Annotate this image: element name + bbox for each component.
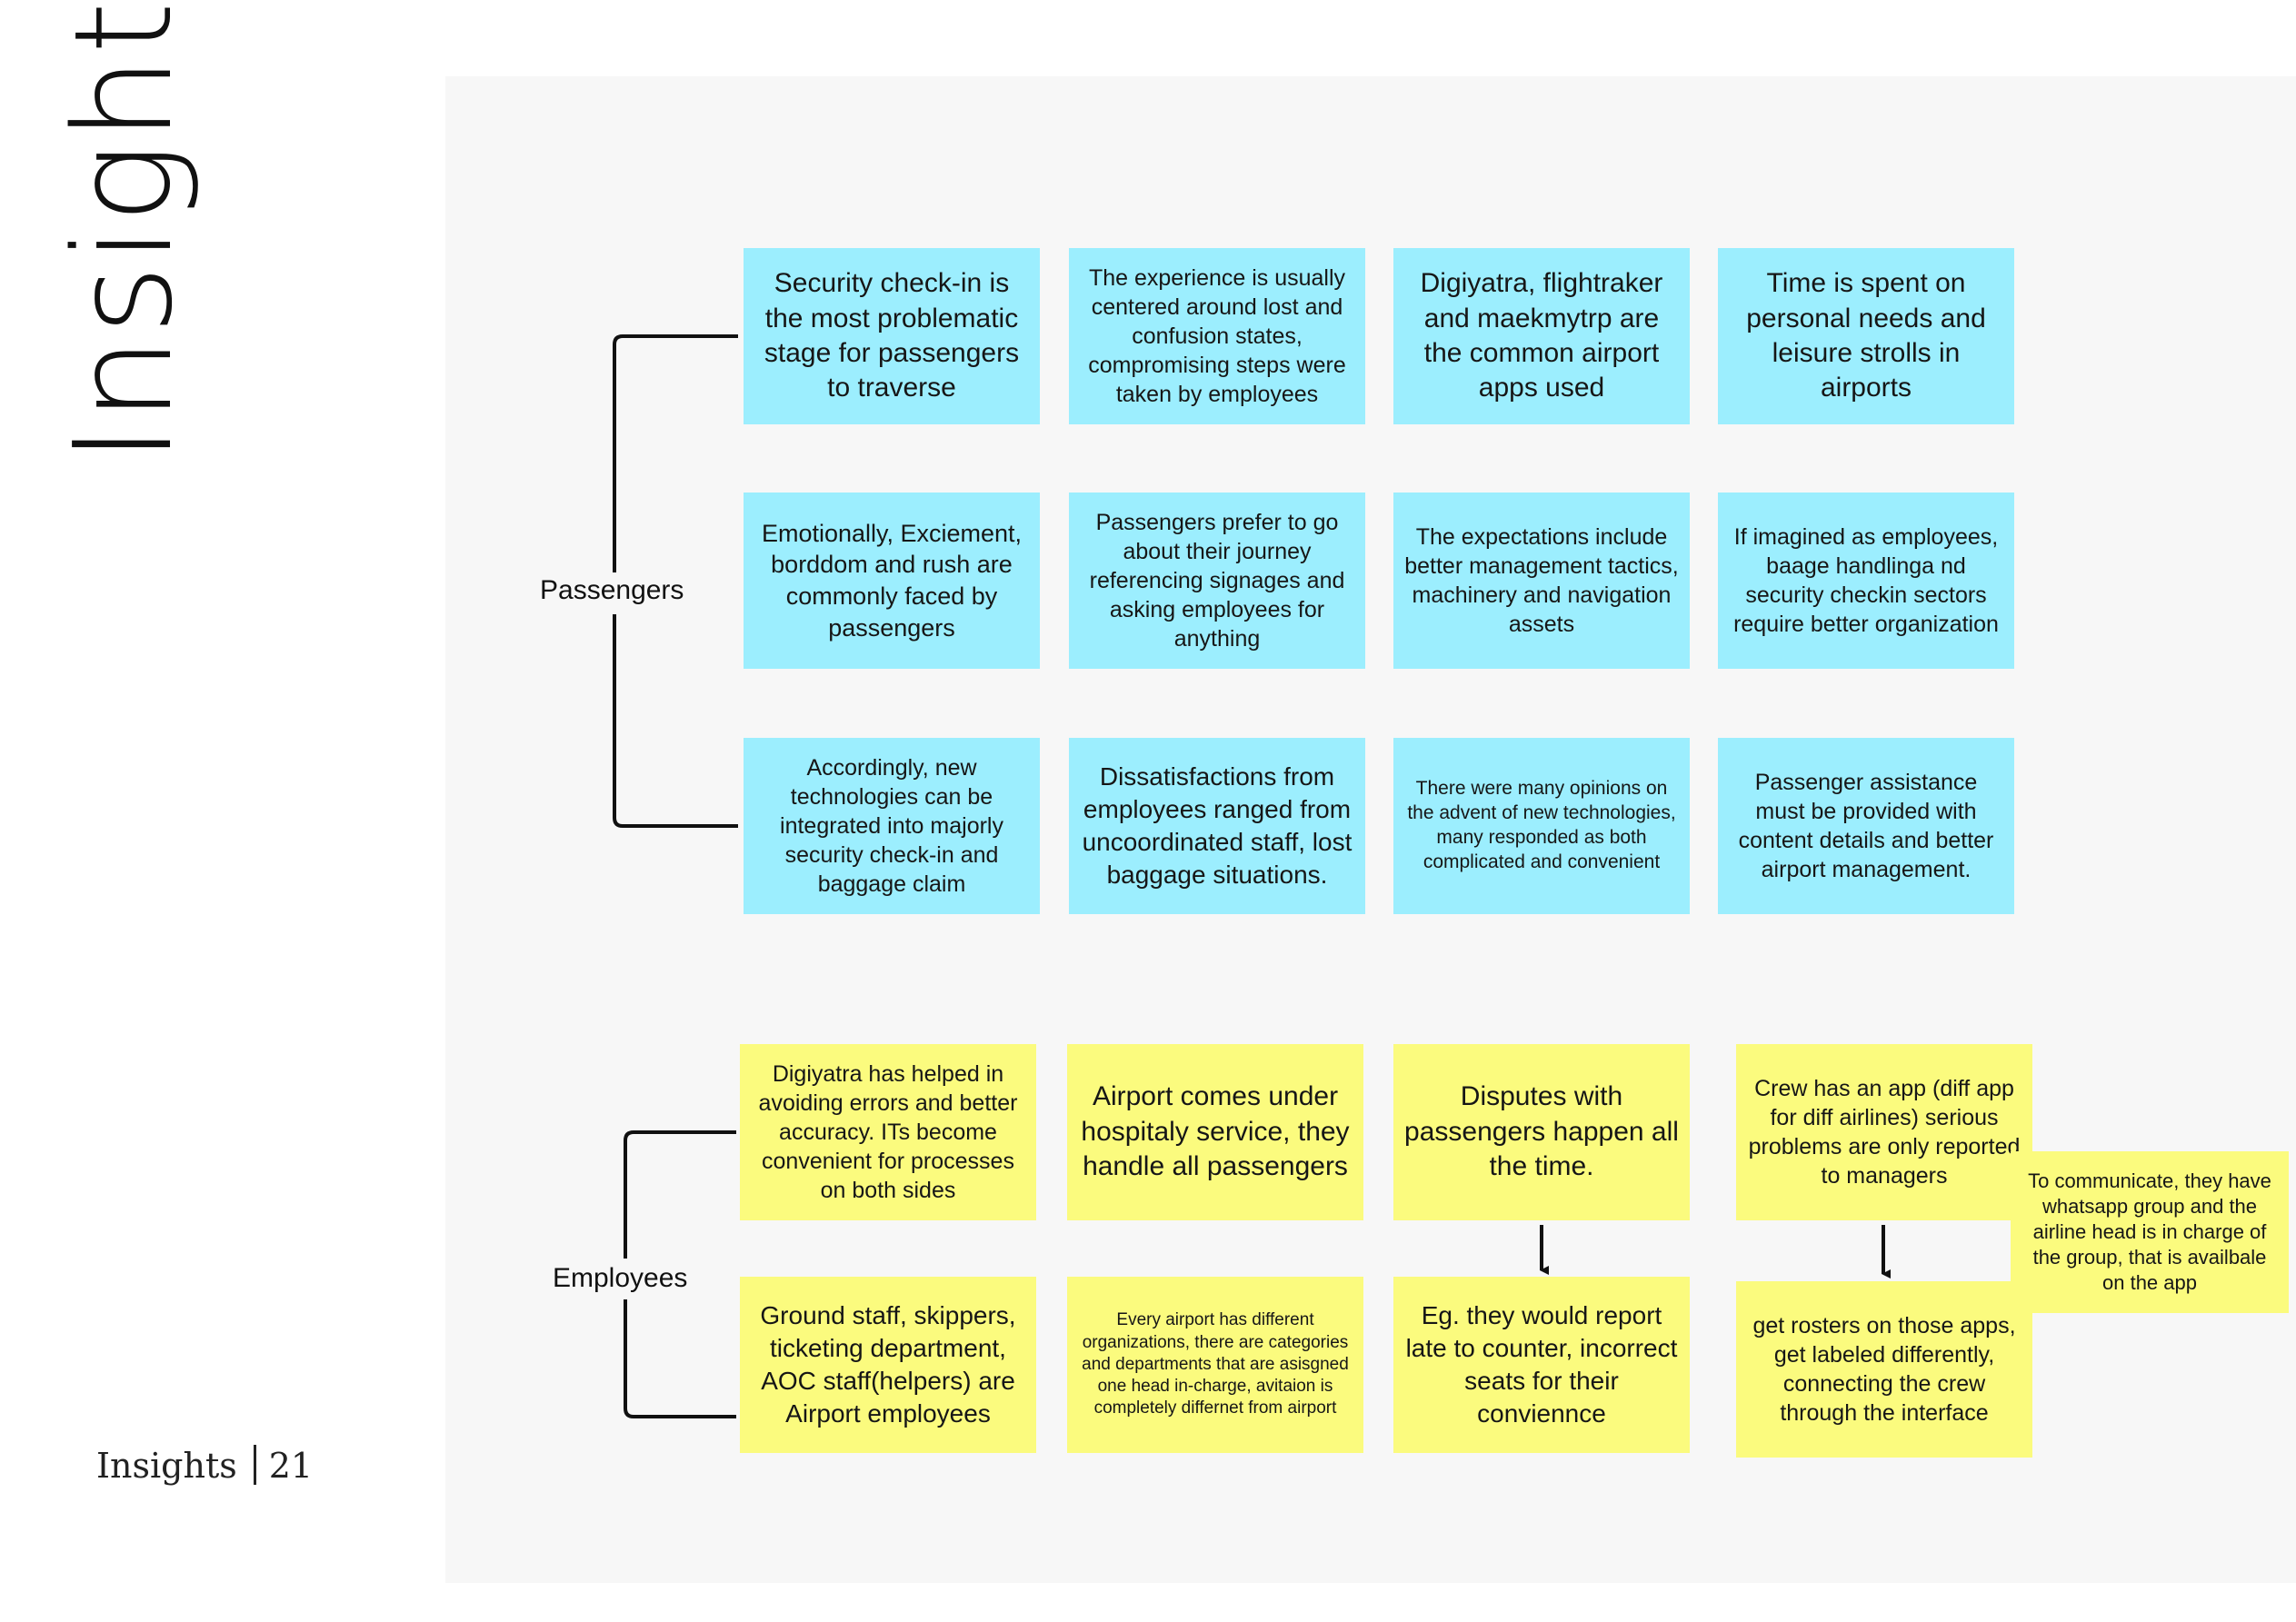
page-number: 21 [268,1446,314,1486]
footer-separator [253,1445,256,1485]
footer-label: Insights [96,1446,237,1486]
sticky-note: If imagined as employees, baage handling… [1718,493,2014,669]
group-label-employees: Employees [553,1263,688,1293]
page-footer: Insights 21 [96,1445,313,1486]
sticky-note: Time is spent on personal needs and leis… [1718,248,2014,424]
sticky-note: Accordingly, new technologies can be int… [744,738,1040,914]
employees-bracket-lower [624,1299,736,1418]
sticky-note: Eg. they would report late to counter, i… [1393,1277,1690,1453]
sticky-note: Crew has an app (diff app for diff airli… [1736,1044,2032,1220]
sticky-note: The expectations include better manageme… [1393,493,1690,669]
sticky-note: Passengers prefer to go about their jour… [1069,493,1365,669]
sticky-note: Emotionally, Exciement, borddom and rush… [744,493,1040,669]
passengers-bracket [613,334,738,572]
sticky-note: get rosters on those apps, get labeled d… [1736,1281,2032,1458]
group-label-passengers: Passengers [540,575,684,605]
sticky-note: Digiyatra, flightraker and maekmytrp are… [1393,248,1690,424]
sticky-note-side: To communicate, they have whatsapp group… [2011,1151,2289,1313]
sticky-note: Passenger assistance must be provided wi… [1718,738,2014,914]
employees-bracket [624,1130,736,1259]
sticky-note: Airport comes under hospitaly service, t… [1067,1044,1363,1220]
sticky-note: Ground staff, skippers, ticketing depart… [740,1277,1036,1453]
sticky-note: The experience is usually centered aroun… [1069,248,1365,424]
sticky-note: Security check-in is the most problemati… [744,248,1040,424]
sticky-note: Disputes with passengers happen all the … [1393,1044,1690,1220]
sticky-note: Dissatisfactions from employees ranged f… [1069,738,1365,914]
sticky-note: Every airport has different organization… [1067,1277,1363,1453]
passengers-bracket-lower [613,614,738,828]
sticky-note: Digiyatra has helped in avoiding errors … [740,1044,1036,1220]
sticky-note: There were many opinions on the advent o… [1393,738,1690,914]
